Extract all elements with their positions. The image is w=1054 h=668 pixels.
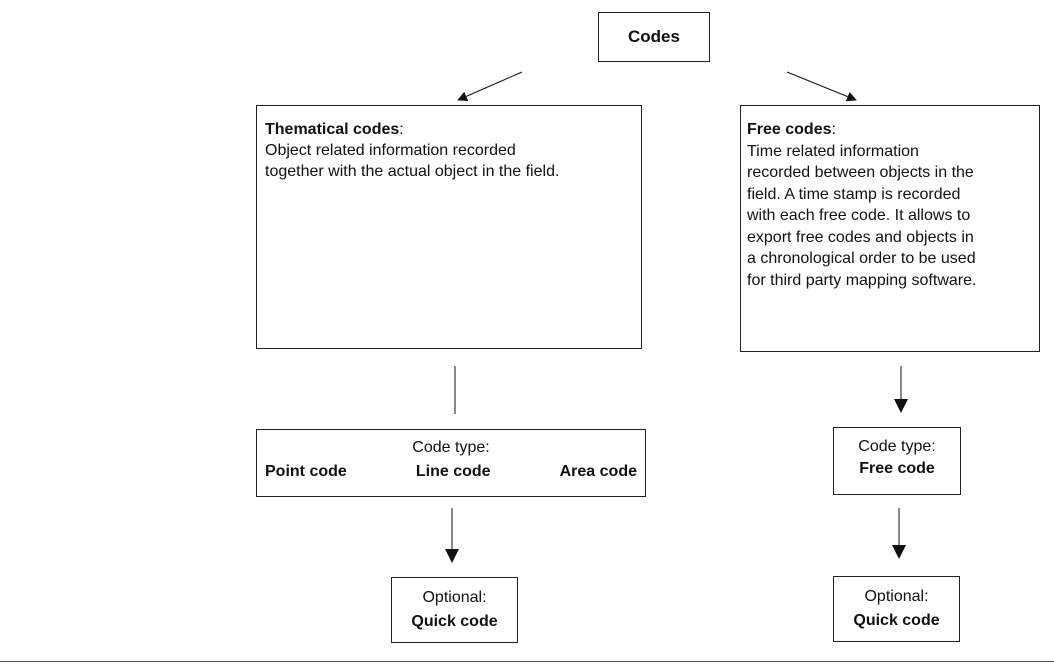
code-type-thematic-header: Code type:: [412, 439, 490, 456]
code-type-thematic-box: Code type: Point code Line code Area cod…: [256, 429, 646, 497]
quick-code-right-label: Quick code: [853, 612, 940, 629]
free-codes-line-3: field. A time stamp is recorded: [747, 185, 961, 203]
area-code-label: Area code: [559, 463, 637, 480]
thematical-codes-heading: Thematical codes:: [265, 119, 633, 140]
free-code-label: Free code: [859, 460, 935, 477]
free-codes-box: Free codes: Time related information rec…: [740, 105, 1040, 352]
codes-root-label: Codes: [628, 27, 680, 46]
free-codes-line-6: a chronological order to be used: [747, 250, 976, 267]
optional-quick-code-right-box: Optional: Quick code: [833, 576, 960, 642]
thematical-codes-line-2: together with the actual object in the f…: [265, 163, 560, 180]
free-codes-colon: :: [831, 121, 836, 138]
free-codes-line-1: Time related information: [747, 142, 919, 160]
optional-quick-code-left-box: Optional: Quick code: [391, 577, 518, 643]
thematical-codes-box: Thematical codes: Object related informa…: [256, 105, 642, 349]
thematical-codes-title: Thematical codes: [265, 121, 400, 138]
bottom-divider: [0, 661, 1054, 662]
free-codes-line-2: recorded between objects in the: [747, 164, 974, 181]
free-codes-title: Free codes: [747, 121, 832, 138]
free-codes-line-5: export free codes and objects in: [747, 228, 974, 246]
arrow-codes-to-free: [786, 71, 857, 102]
code-type-free-box: Code type: Free code: [833, 427, 961, 495]
quick-code-left-label: Quick code: [411, 613, 498, 630]
optional-right-header: Optional:: [864, 588, 929, 605]
thematical-codes-colon: :: [399, 121, 404, 138]
optional-left-header: Optional:: [422, 589, 487, 606]
code-type-list: Point code Line code Area code: [257, 463, 645, 481]
free-codes-heading: Free codes:: [747, 119, 1033, 141]
free-codes-line-4: with each free code. It allows to: [747, 207, 971, 224]
line-code-label: Line code: [415, 463, 491, 480]
codes-root-box: Codes: [598, 12, 710, 62]
code-type-free-header: Code type:: [858, 438, 936, 455]
free-codes-line-7: for third party mapping software.: [747, 271, 977, 289]
point-code-label: Point code: [265, 463, 347, 480]
thematical-codes-line-1: Object related information recorded: [265, 142, 516, 159]
arrow-codes-to-thematic: [457, 71, 523, 101]
